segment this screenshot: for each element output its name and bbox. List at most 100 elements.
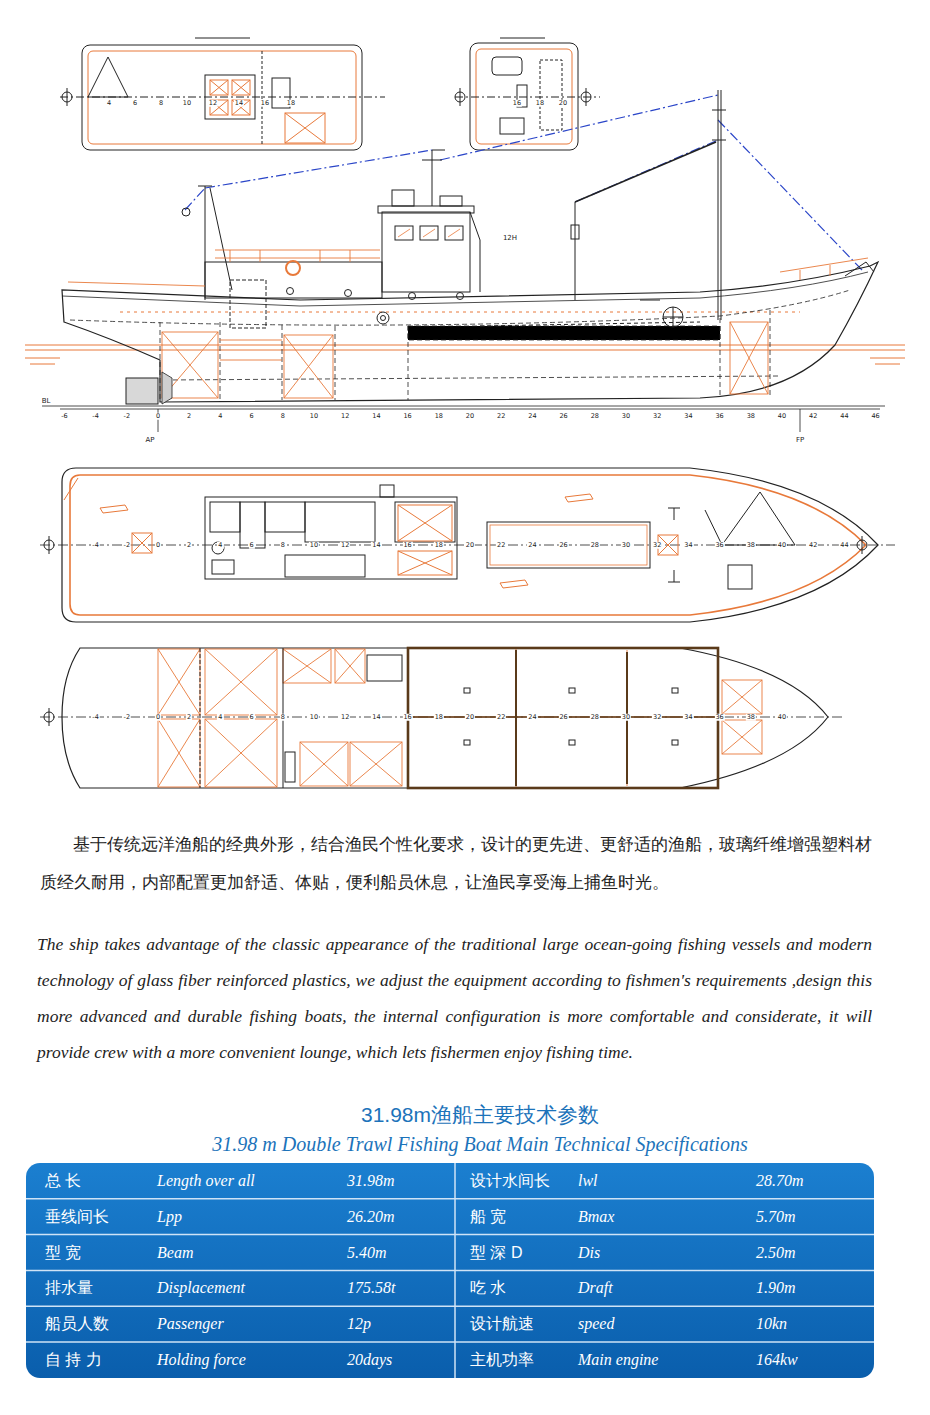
table-cell: Beam xyxy=(157,1245,193,1261)
frame-number: 12 xyxy=(208,100,218,107)
frame-number: 18 xyxy=(286,100,296,107)
table-cell: 船员人数 xyxy=(45,1316,109,1332)
table-cell: 设计航速 xyxy=(470,1316,534,1332)
table-cell: 20days xyxy=(347,1352,392,1368)
frame-number: 24 xyxy=(527,413,537,420)
frame-number: 36 xyxy=(714,542,724,549)
table-cell: 主机功率 xyxy=(470,1352,534,1368)
frame-number: 28 xyxy=(590,542,600,549)
frame-number: 38 xyxy=(746,542,756,549)
table-cell: 自 持 力 xyxy=(45,1352,102,1368)
frame-number: -2 xyxy=(123,542,131,549)
frame-number: 42 xyxy=(808,413,818,420)
hold-plan xyxy=(40,648,845,788)
frame-number: 40 xyxy=(777,413,787,420)
table-cell: 型 宽 xyxy=(45,1245,81,1261)
frame-number: 6 xyxy=(132,100,138,107)
table-cell: 船 宽 xyxy=(470,1209,506,1225)
frame-number: 18 xyxy=(434,413,444,420)
drawing-mark: FP xyxy=(796,437,804,444)
frame-number: 28 xyxy=(590,413,600,420)
spec-table xyxy=(26,1163,874,1378)
frame-number: -2 xyxy=(123,714,131,721)
frame-number: 8 xyxy=(280,542,286,549)
frame-number: 4 xyxy=(217,542,223,549)
frame-number: 16 xyxy=(260,100,270,107)
frame-number: -4 xyxy=(91,413,99,420)
frame-number: 10 xyxy=(182,100,192,107)
frame-number: 20 xyxy=(465,413,475,420)
drawing-mark: 12H xyxy=(503,235,517,242)
table-cell: 型 深 D xyxy=(470,1245,522,1261)
frame-number: 14 xyxy=(371,714,381,721)
frame-number: -2 xyxy=(123,413,131,420)
table-cell: lwl xyxy=(578,1173,598,1189)
frame-number: 16 xyxy=(402,542,412,549)
frame-number: 6 xyxy=(249,542,255,549)
frame-number: 32 xyxy=(652,714,662,721)
frame-number: 26 xyxy=(558,714,568,721)
frame-number: 12 xyxy=(340,413,350,420)
spec-title: 31.98m渔船主要技术参数 xyxy=(361,1101,599,1129)
frame-number: 46 xyxy=(870,413,880,420)
drawing-mark: AP xyxy=(145,437,154,444)
table-cell: Lpp xyxy=(157,1209,182,1225)
table-cell: Length over all xyxy=(157,1173,255,1189)
frame-number: 44 xyxy=(839,413,849,420)
table-cell: 吃 水 xyxy=(470,1280,506,1296)
frame-number: 38 xyxy=(746,714,756,721)
table-cell: Dis xyxy=(578,1245,600,1261)
frame-number: 30 xyxy=(621,714,631,721)
frame-number: 24 xyxy=(527,714,537,721)
frame-number: 0 xyxy=(155,714,161,721)
frame-number: 4 xyxy=(217,413,223,420)
frame-number: 30 xyxy=(621,413,631,420)
table-cell: speed xyxy=(578,1316,614,1332)
frame-number: 12 xyxy=(340,542,350,549)
frame-number: 4 xyxy=(106,100,112,107)
table-cell: 10kn xyxy=(756,1316,787,1332)
frame-number: 20 xyxy=(558,100,568,107)
table-cell: 排水量 xyxy=(45,1280,93,1296)
description-en: The ship takes advantage of the classic … xyxy=(37,926,872,1070)
table-cell: 1.90m xyxy=(756,1280,796,1296)
spec-subtitle: 31.98 m Double Trawl Fishing Boat Main T… xyxy=(212,1133,747,1156)
table-cell: 164kw xyxy=(756,1352,798,1368)
frame-number: -4 xyxy=(91,542,99,549)
frame-number: 12 xyxy=(340,714,350,721)
frame-number: 0 xyxy=(155,542,161,549)
frame-number: 20 xyxy=(465,542,475,549)
table-cell: 5.40m xyxy=(347,1245,387,1261)
frame-number: 34 xyxy=(683,413,693,420)
frame-number: 2 xyxy=(186,714,192,721)
frame-number: 34 xyxy=(683,714,693,721)
frame-number: 18 xyxy=(535,100,545,107)
frame-number: 10 xyxy=(309,413,319,420)
drawing-mark: BL xyxy=(42,398,51,405)
deck-plan xyxy=(40,468,895,622)
frame-number: 22 xyxy=(496,714,506,721)
frame-number: 28 xyxy=(590,714,600,721)
frame-number: -4 xyxy=(91,714,99,721)
table-cell: 26.20m xyxy=(347,1209,395,1225)
frame-number: 4 xyxy=(217,714,223,721)
profile-view xyxy=(25,90,905,432)
frame-number: 14 xyxy=(234,100,244,107)
table-cell: 31.98m xyxy=(347,1173,395,1189)
table-cell: 175.58t xyxy=(347,1280,395,1296)
frame-number: 36 xyxy=(714,413,724,420)
table-cell: Holding force xyxy=(157,1352,246,1368)
table-cell: 5.70m xyxy=(756,1209,796,1225)
frame-number: 26 xyxy=(558,542,568,549)
frame-number: 14 xyxy=(371,542,381,549)
table-cell: Bmax xyxy=(578,1209,614,1225)
table-cell: 12p xyxy=(347,1316,371,1332)
frame-number: 38 xyxy=(746,413,756,420)
table-cell: Draft xyxy=(578,1280,613,1296)
frame-number: 22 xyxy=(496,542,506,549)
frame-number: 32 xyxy=(652,413,662,420)
table-cell: Displacement xyxy=(157,1280,245,1296)
table-cell: 垂线间长 xyxy=(45,1209,109,1225)
frame-number: 16 xyxy=(402,413,412,420)
